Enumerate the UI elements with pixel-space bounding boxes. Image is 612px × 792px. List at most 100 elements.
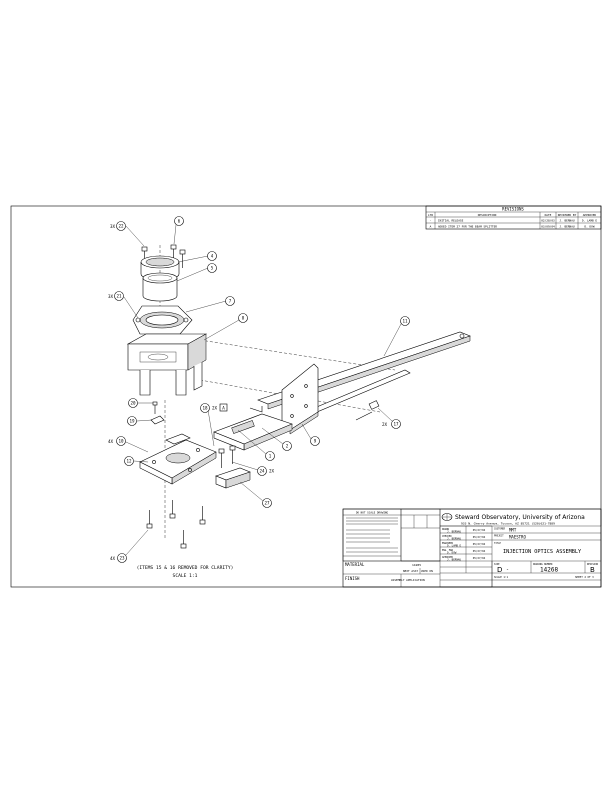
block-part-27 (215, 467, 251, 489)
sheet-number: SHEET 2 OF 3 (575, 575, 594, 579)
callout-27: 27 (262, 498, 272, 508)
organization-name: Steward Observatory, University of Arizo… (455, 514, 585, 521)
callout-number: 21 (116, 294, 122, 299)
callout-9: 9 (310, 436, 320, 446)
approval-name: D. LAMB E (447, 544, 461, 548)
callout-20: 20 (128, 398, 138, 408)
next-assy-label: NEXT ASSY (403, 569, 418, 573)
callout-prefix: 3X (108, 294, 114, 299)
rev-cell: D. DOW (584, 224, 594, 228)
housing-block-part-6 (126, 333, 208, 396)
rev-cell: J. BERNAU (559, 219, 574, 223)
approval-date: 05/27/04 (473, 549, 486, 553)
callout-4: 4 (207, 251, 217, 261)
revision-value: B (590, 566, 595, 574)
finish-label: FINISH (345, 576, 360, 581)
application-label: ASSEMBLY APPLICATION (391, 578, 425, 582)
rev-cell: ADDED ITEM 27 FOR THE BEAM SPLITTER (438, 224, 497, 228)
revision-label: REVISION (587, 563, 599, 566)
customer-value: MMT (509, 528, 517, 533)
callout-6: 6 (174, 216, 184, 226)
rev-cell: D. LAMB E (582, 219, 597, 223)
rev-cell: A (430, 224, 432, 228)
callout-number: 4 (211, 254, 214, 259)
project-value: MAESTRO (509, 535, 526, 540)
approval-role: APPROVED (442, 556, 454, 559)
material-label: MATERIAL (345, 562, 365, 567)
callout-number: 10 (118, 439, 124, 444)
base-plate-part-12 (139, 433, 217, 485)
size-label: SIZE (494, 563, 500, 566)
callout-number: 24 (259, 469, 265, 474)
lens-barrel-part-5 (142, 272, 178, 302)
callout-12: 12 (124, 456, 134, 466)
callout-prefix: 2X (382, 422, 388, 427)
screw-part-24 (218, 445, 236, 468)
size-value: D (497, 566, 502, 574)
bolt-angled (355, 400, 380, 421)
mount-plate-part-1 (213, 413, 293, 451)
approval-role: DRAWN (442, 528, 450, 531)
callout-number: 7 (229, 299, 232, 304)
approval-role: ENGINEER (442, 542, 454, 545)
callout-prefix: 3X (110, 224, 116, 229)
revisions-table: REVISIONS LTR DESCRIPTION DATE REVIEWED … (425, 205, 602, 230)
callout-number: 20 (130, 401, 136, 406)
rev-cell: J. BERNAU (559, 224, 574, 228)
rev-cell: 03/09/04 (541, 224, 555, 228)
approval-role: CHECKED (442, 535, 452, 538)
callout-number: 23 (119, 556, 125, 561)
callout-prefix: 4X (108, 439, 114, 444)
title-block: DO NOT SCALE DRAWING MATERIAL FINISH 142… (342, 508, 602, 588)
drawing-title: INJECTION OPTICS ASSEMBLY (503, 549, 582, 555)
callout-1: 1 (265, 451, 275, 461)
approval-date: 05/27/04 (473, 528, 486, 532)
rev-header: APPROVED (583, 213, 597, 217)
callout-number: 17 (393, 422, 399, 427)
callout-21: 3X 21 (108, 291, 124, 301)
approval-name: D. DOW (447, 551, 457, 555)
approval-date: 05/27/04 (473, 542, 486, 546)
flag-note: A (222, 406, 225, 411)
callout-24: 24 2X (257, 466, 275, 476)
callout-number: 18 (202, 406, 208, 411)
clarity-note: (ITEMS 15 & 16 REMOVED FOR CLARITY) (137, 565, 234, 571)
callout-number: 6 (178, 219, 181, 224)
callout-8: 8 (238, 313, 248, 323)
callout-7: 7 (225, 296, 235, 306)
revisions-title: REVISIONS (502, 207, 524, 212)
used-on-label: USED ON (421, 569, 433, 573)
callout-number: 1 (269, 454, 272, 459)
callout-number: 12 (126, 459, 132, 464)
approval-date: 05/27/04 (473, 556, 486, 560)
rev-header: REVIEWED BY (558, 213, 577, 217)
rev-header: DATE (545, 213, 552, 217)
bracket-plate-part-9 (281, 363, 319, 435)
flange-ring-part-7 (132, 305, 193, 335)
callout-10: 4X 10 (108, 436, 126, 446)
next-assy-value: 14285 (412, 563, 421, 567)
callout-11: 11 (400, 316, 410, 326)
rev-cell: INITIAL RELEASE (438, 219, 464, 223)
callout-23: 4X 23 (110, 553, 127, 563)
callout-22: 3X 22 (110, 221, 126, 231)
screw-part-20 (150, 401, 165, 425)
callout-18: 18 2X A (200, 403, 228, 413)
approval-name: J. BERNAU (447, 530, 461, 534)
approval-name: J. BERNAU (447, 537, 461, 541)
callout-number: 8 (242, 316, 245, 321)
view-scale: SCALE 1:1 (173, 573, 198, 579)
size-dash: - (506, 567, 509, 573)
drawing-number: 14268 (540, 567, 558, 574)
callout-19: 19 (127, 416, 137, 426)
callout-5: 5 (207, 263, 217, 273)
leader-lines (123, 224, 402, 556)
rev-cell: 02/28/03 (541, 219, 555, 223)
scale-line: SCALE 1:1 (494, 575, 508, 579)
rev-header: DESCRIPTION (478, 213, 497, 217)
approval-role: ENG. MGR (442, 549, 454, 552)
observatory-logo (441, 513, 453, 521)
general-note: DO NOT SCALE DRAWING (356, 511, 389, 515)
callout-prefix: 2X (269, 469, 275, 474)
